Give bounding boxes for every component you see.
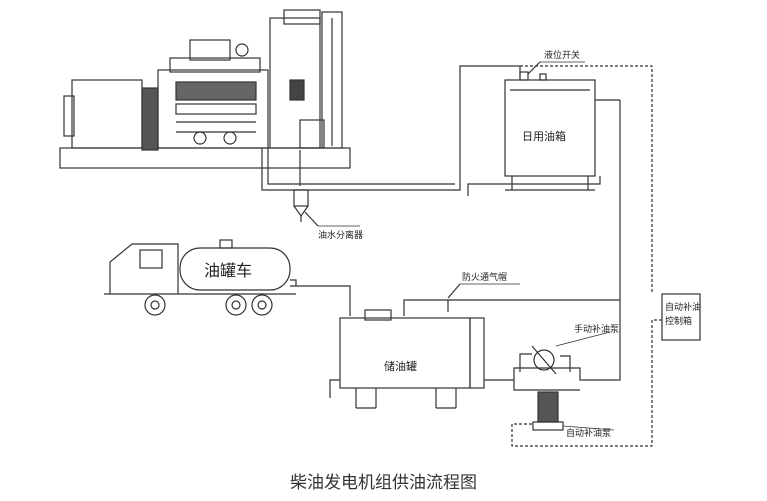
pump-assembly: [484, 300, 621, 431]
tanker-truck-label: 油罐车: [204, 261, 252, 280]
control-box-label-line1: 自动补油: [665, 301, 701, 313]
oil-water-separator: [293, 189, 319, 227]
storage-tank-label: 储油罐: [384, 359, 417, 373]
tanker-truck: [104, 239, 297, 316]
level-switch-label: 液位开关: [544, 49, 580, 61]
fuel-pipes-generator: [261, 65, 601, 196]
auto-refuel-pump-label: 自动补油泵: [566, 427, 611, 439]
day-tank-label: 日用油箱: [522, 129, 566, 143]
manual-refuel-pump-label: 手动补油泵: [574, 323, 619, 335]
oil-water-separator-label: 油水分离器: [318, 229, 363, 241]
day-tank: [504, 61, 621, 296]
figure-caption: 柴油发电机组供油流程图: [290, 473, 477, 493]
control-box-label-line2: 控制箱: [665, 315, 692, 327]
storage-tank: [329, 309, 485, 409]
auto-refuel-control-box: [511, 65, 701, 447]
diesel-generator-set: [59, 9, 351, 169]
fill-pipe: [290, 283, 621, 316]
fireproof-vent-cap-label: 防火通气帽: [462, 271, 507, 283]
